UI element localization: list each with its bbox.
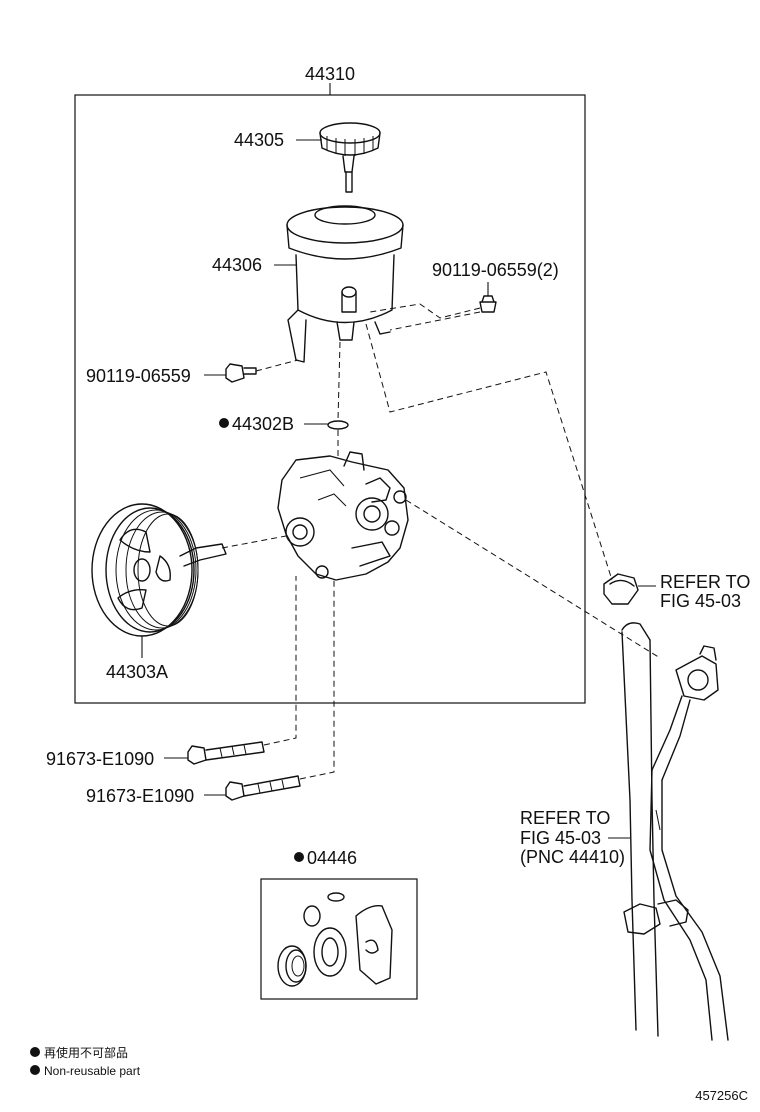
pressure-hose[interactable] [621, 622, 729, 1041]
non-reusable-marker-kit [294, 852, 304, 862]
label-assembly-44310[interactable]: 44310 [305, 64, 355, 84]
oring[interactable] [327, 420, 349, 430]
label-hose-ref-line1[interactable]: REFER TO [520, 808, 610, 828]
mount-bolt-upper[interactable] [187, 741, 265, 765]
gasket-kit-frame [260, 878, 418, 1000]
label-mount-bolt-upper[interactable]: 91673-E1090 [46, 749, 154, 769]
assembly-frame [74, 94, 586, 704]
label-bolt-90119-06559-2[interactable]: 90119-06559(2) [432, 260, 559, 280]
mount-bolt-lower[interactable] [225, 775, 301, 801]
label-cap-44305[interactable]: 44305 [234, 130, 284, 150]
label-pulley-44303A[interactable]: 44303A [106, 662, 168, 682]
reservoir-cap[interactable] [319, 122, 381, 193]
non-reusable-marker-oring [219, 418, 229, 428]
label-reservoir-44306[interactable]: 44306 [212, 255, 262, 275]
reservoir-tank[interactable] [286, 205, 404, 363]
label-clamp-ref-line2[interactable]: FIG 45-03 [660, 591, 741, 611]
legend-dot-japanese [30, 1047, 40, 1057]
label-oring-44302B[interactable]: 44302B [232, 414, 294, 434]
label-mount-bolt-lower[interactable]: 91673-E1090 [86, 786, 194, 806]
label-hose-ref-line2[interactable]: FIG 45-03 [520, 828, 601, 848]
legend-japanese: 再使用不可部品 [44, 1045, 128, 1060]
legend-english: Non-reusable part [44, 1064, 141, 1078]
reservoir-bolt-right[interactable] [479, 295, 497, 313]
hose-clamp[interactable] [603, 573, 639, 605]
label-gasket-kit-04446[interactable]: 04446 [307, 848, 357, 868]
figure-id: 457256C [695, 1088, 748, 1103]
legend-dot-english [30, 1065, 40, 1075]
label-bolt-90119-06559[interactable]: 90119-06559 [86, 366, 191, 386]
label-clamp-ref-line1[interactable]: REFER TO [660, 572, 750, 592]
reservoir-bolt-left[interactable] [225, 363, 257, 383]
gasket-kit-parts[interactable] [277, 892, 393, 987]
pump-body[interactable] [277, 451, 409, 581]
pump-pulley[interactable] [91, 503, 227, 637]
label-hose-ref-line3[interactable]: (PNC 44410) [520, 847, 625, 867]
